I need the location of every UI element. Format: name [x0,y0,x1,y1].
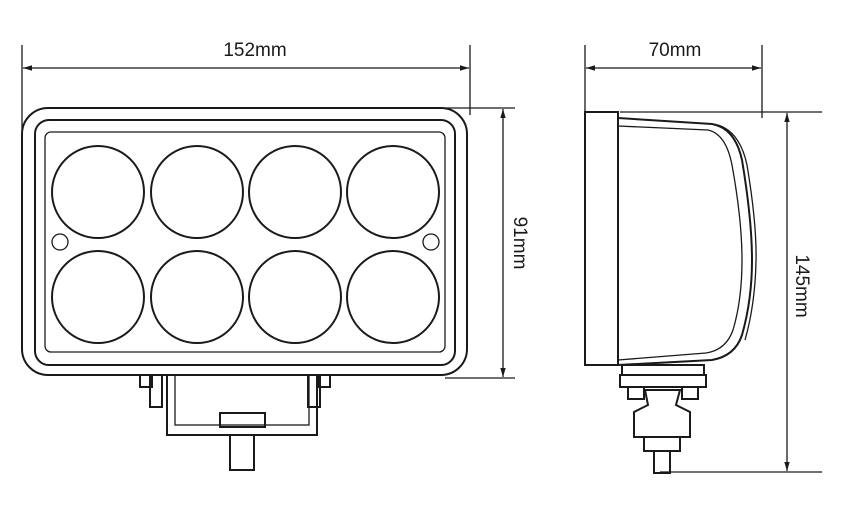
side-height-dimension: 145mm [620,111,822,473]
width-label: 152mm [223,40,286,61]
side-view [584,111,757,474]
led-lenses [51,145,440,344]
height-label: 91mm [509,217,530,270]
depth-label: 70mm [649,40,702,61]
width-dimension: 152mm [21,40,471,130]
screw-hole [51,233,69,251]
screw-hole [422,233,440,251]
front-view [21,107,468,471]
mount-bracket [139,374,331,471]
side-height-label: 145mm [791,254,812,317]
depth-dimension: 70mm [584,40,763,118]
side-mount [619,364,707,474]
height-dimension: 91mm [445,107,530,379]
